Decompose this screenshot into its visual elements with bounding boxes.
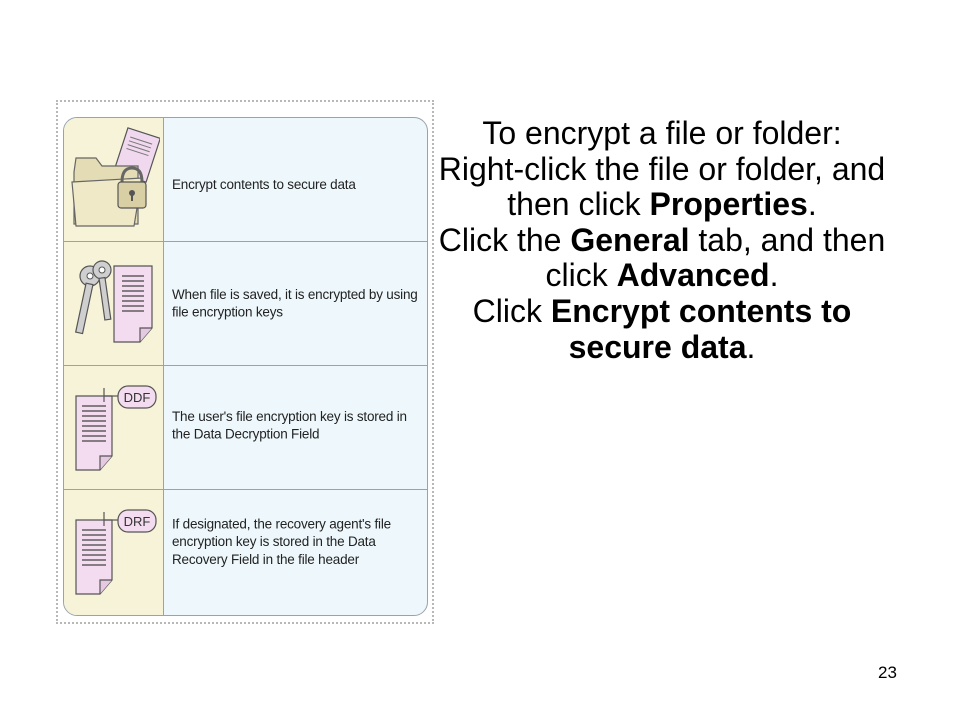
row-text-drf: If designated, the recovery agent's file…	[172, 515, 391, 568]
diagram-row-ddf: DDF The user's file encryption key is st…	[64, 366, 427, 490]
diagram-row-encrypt: Encrypt contents to secure data	[64, 118, 427, 242]
row-text-encrypt: Encrypt contents to secure data	[172, 176, 356, 193]
instructions-step-1: Right-click the file or folder, and then…	[438, 150, 886, 223]
advanced-label: Advanced	[616, 257, 770, 294]
page-number: 23	[878, 663, 897, 682]
encrypt-option-label: Encrypt contents to secure data	[550, 292, 852, 365]
folder-lock-icon	[71, 127, 160, 227]
diagram-row-drf: DRF If designated, the recovery agent's …	[64, 490, 427, 615]
diagram-row-keys: When file is saved, it is encrypted by u…	[64, 242, 427, 366]
document-drf-icon: DRF	[75, 509, 157, 595]
instructions-step-2: Click the General tab, and then click Ad…	[438, 221, 886, 294]
row-text-ddf: The user's file encryption key is stored…	[172, 408, 407, 442]
document-ddf-icon: DDF	[75, 385, 157, 471]
efs-diagram: Encrypt contents to secure data Wh	[63, 117, 428, 616]
row-text-keys: When file is saved, it is encrypted by u…	[172, 286, 418, 320]
figure-frame	[56, 100, 434, 624]
keys-document-icon	[74, 260, 153, 343]
instructions-step-3: Click Encrypt contents to secure data.	[472, 292, 852, 365]
ddf-tag: DDF	[124, 390, 151, 405]
general-tab-label: General	[570, 221, 690, 258]
instructions-heading: To encrypt a file or folder:	[482, 115, 842, 151]
drf-tag: DRF	[124, 514, 151, 529]
instructions: To encrypt a file or folder: Right-click…	[436, 115, 888, 365]
properties-label: Properties	[649, 186, 808, 223]
